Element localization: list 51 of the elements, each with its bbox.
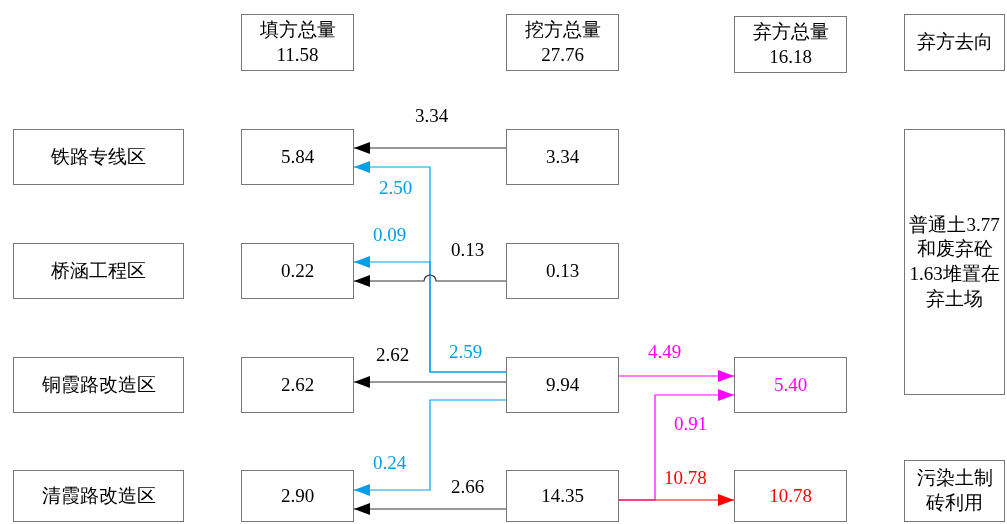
process-box <box>13 357 184 413</box>
column-header: 弃方总量 <box>752 19 829 44</box>
process-box <box>13 470 184 522</box>
destination-note: 污染土制砖利用 <box>915 466 994 515</box>
process-box <box>241 470 354 522</box>
zone-name: 铁路专线区 <box>51 144 146 169</box>
arrow <box>618 370 735 382</box>
process-box <box>241 357 354 413</box>
destination-note: 普通土3.77和废弃砼1.63堆置在弃土场 <box>909 212 1000 311</box>
process-box <box>506 243 619 299</box>
quantity-value: 9.94 <box>545 372 580 397</box>
arrow <box>353 376 507 388</box>
arrow <box>618 494 735 506</box>
process-box <box>904 460 1005 522</box>
process-box <box>506 470 619 522</box>
quantity-value: 16.18 <box>769 44 812 69</box>
process-box <box>13 243 184 299</box>
quantity-value: 5.40 <box>773 372 808 397</box>
zone-name: 桥涵工程区 <box>51 258 146 283</box>
process-box <box>734 16 847 73</box>
quantity-value: 11.58 <box>276 42 319 67</box>
arrow <box>353 503 507 515</box>
process-box <box>13 129 184 185</box>
process-box <box>506 129 619 185</box>
arrow <box>353 274 507 287</box>
arrow <box>353 399 507 496</box>
column-header: 填方总量 <box>259 17 336 42</box>
quantity-value: 2.90 <box>280 483 315 508</box>
arrow <box>353 142 507 154</box>
arrow <box>353 256 507 373</box>
quantity-value: 0.22 <box>280 258 315 283</box>
process-box <box>904 14 1005 71</box>
process-box <box>904 129 1005 395</box>
process-box <box>241 14 354 71</box>
process-box <box>241 243 354 299</box>
process-box <box>241 129 354 185</box>
quantity-value: 2.62 <box>280 372 315 397</box>
process-box <box>734 357 847 413</box>
column-header: 弃方去向 <box>916 30 993 55</box>
quantity-value: 10.78 <box>769 483 812 508</box>
process-box <box>506 357 619 413</box>
zone-name: 铜霞路改造区 <box>41 372 156 397</box>
zone-name: 清霞路改造区 <box>41 483 156 508</box>
process-box <box>506 14 619 71</box>
quantity-value: 14.35 <box>541 483 584 508</box>
quantity-value: 27.76 <box>541 42 584 67</box>
process-box <box>734 470 847 522</box>
quantity-value: 3.34 <box>545 144 580 169</box>
quantity-value: 0.13 <box>545 258 580 283</box>
column-header: 挖方总量 <box>524 17 601 42</box>
quantity-value: 5.84 <box>280 144 315 169</box>
